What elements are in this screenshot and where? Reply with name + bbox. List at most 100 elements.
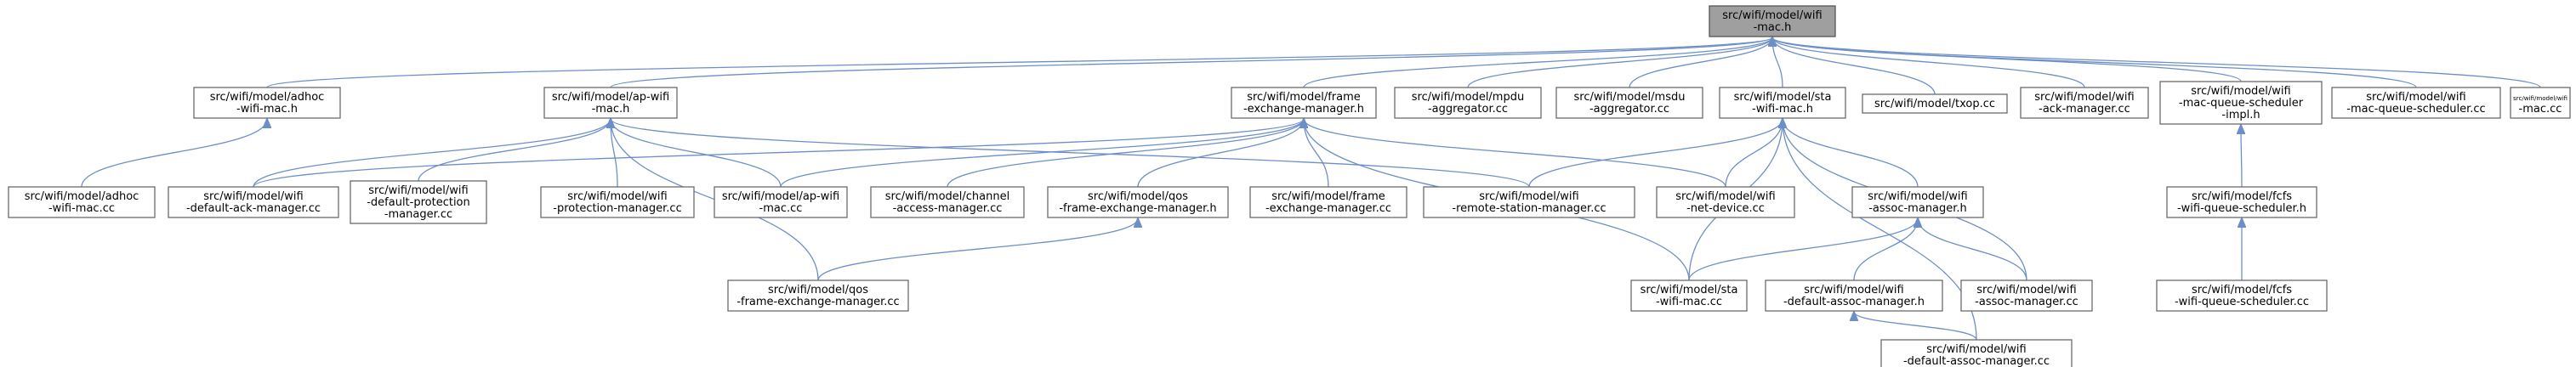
node-fcfs-h[interactable]: src/wifi/model/fcfs-wifi-queue-scheduler… [2166,186,2317,218]
node-mac-cc[interactable]: src/wifi/model/wifi-mac.cc [2510,87,2571,119]
node-box[interactable] [2510,87,2571,119]
node-label: -wifi-queue-scheduler.cc [2175,296,2309,308]
edge-mpdu-cc-to-root [1467,37,1772,88]
node-box[interactable] [1851,186,1984,218]
node-box[interactable] [2020,87,2149,119]
node-adhoc-cc[interactable]: src/wifi/model/adhoc-wifi-mac.cc [8,186,156,218]
node-label: -assoc-manager.cc [1975,296,2078,308]
node-dack-cc[interactable]: src/wifi/model/wifi-default-ack-manager.… [168,186,339,218]
node-label: -mac.cc [759,202,803,215]
node-label: -mac.h [1754,21,1792,34]
node-label: -assoc-manager.h [1868,202,1967,215]
node-box[interactable] [1765,279,1943,312]
node-box[interactable] [1394,87,1542,119]
edge-netdev-cc-to-sta-h [1725,119,1783,188]
node-label: -wifi-mac.h [1752,103,1813,116]
node-root[interactable]: src/wifi/model/wifi-mac.h [1709,5,1836,37]
node-label: src/wifi/model/wifi [2513,94,2567,102]
node-apwifi-h[interactable]: src/wifi/model/ap-wifi-mac.h [543,87,678,119]
node-fcfs-cc[interactable]: src/wifi/model/fcfs-wifi-queue-scheduler… [2156,279,2328,312]
node-label: src/wifi/model/sta [1734,91,1832,104]
node-prot-cc[interactable]: src/wifi/model/wifi-protection-manager.c… [540,186,695,218]
node-label: src/wifi/model/wifi [1479,190,1578,203]
node-box[interactable] [8,186,156,218]
node-box[interactable] [2166,186,2317,218]
node-mqs-impl-h[interactable]: src/wifi/model/wifi-mac-queue-scheduler-… [2159,81,2323,125]
edge-apwifi-cc-to-fem-h [780,119,1304,188]
node-assoc-cc[interactable]: src/wifi/model/wifi-assoc-manager.cc [1960,279,2093,312]
node-txop-cc[interactable]: src/wifi/model/txop.cc [1862,93,2008,114]
node-box[interactable] [1960,279,2093,312]
node-mqs-cc[interactable]: src/wifi/model/wifi-mac-queue-scheduler.… [2331,87,2501,119]
node-ack-cc[interactable]: src/wifi/model/wifi-ack-manager.cc [2020,87,2149,119]
node-dassoc-h[interactable]: src/wifi/model/wifi-default-assoc-manage… [1765,279,1943,312]
node-box[interactable] [193,87,341,119]
node-box[interactable] [870,186,1025,218]
node-box[interactable] [168,186,339,218]
node-fem-cc[interactable]: src/wifi/model/frame-exchange-manager.cc [1249,186,1407,218]
node-label: -access-manager.cc [893,202,1003,215]
node-box[interactable] [1656,186,1795,218]
node-box[interactable] [540,186,695,218]
node-dprot-cc[interactable]: src/wifi/model/wifi-default-protection-m… [350,180,487,224]
node-box[interactable] [1249,186,1407,218]
node-box[interactable] [1630,279,1748,312]
node-label: -default-ack-manager.cc [186,202,321,215]
node-box[interactable] [727,279,909,312]
node-box[interactable] [1862,93,2008,114]
node-qosfem-h[interactable]: src/wifi/model/qos-frame-exchange-manage… [1047,186,1229,218]
node-box[interactable] [2156,279,2328,312]
node-label: -mac-queue-scheduler.cc [2346,103,2485,116]
edge-msdu-cc-to-root [1629,37,1772,88]
node-msdu-cc[interactable]: src/wifi/model/msdu-aggregator.cc [1555,87,1703,119]
node-label: src/wifi/model/wifi [2191,85,2290,98]
edge-qosfem-cc-to-qosfem-h [817,218,1138,281]
edge-fcfs-h-to-mqs-impl-h [2241,125,2242,188]
node-netdev-cc[interactable]: src/wifi/model/wifi-net-device.cc [1656,186,1795,218]
node-box[interactable] [1231,87,1377,119]
node-qosfem-cc[interactable]: src/wifi/model/qos-frame-exchange-manage… [727,279,909,312]
node-box[interactable] [2331,87,2501,119]
node-label: src/wifi/model/mpdu [1412,91,1524,104]
node-sta-h[interactable]: src/wifi/model/sta-wifi-mac.h [1719,87,1846,119]
node-dassoc-cc[interactable]: src/wifi/model/wifi-default-assoc-manage… [1880,339,2073,367]
node-adhoc-h[interactable]: src/wifi/model/adhoc-wifi-mac.h [193,87,341,119]
node-sta-cc[interactable]: src/wifi/model/sta-wifi-mac.cc [1630,279,1748,312]
edge-mqs-cc-to-root [1772,37,2417,88]
node-assoc-h[interactable]: src/wifi/model/wifi-assoc-manager.h [1851,186,1984,218]
node-fem-h[interactable]: src/wifi/model/frame-exchange-manager.h [1231,87,1377,119]
node-box[interactable] [1423,186,1635,218]
node-label: -aggregator.cc [1589,103,1669,116]
edge-netdev-cc-to-fem-h [1304,119,1726,188]
node-label: src/wifi/model/channel [885,190,1009,203]
node-label: src/wifi/model/wifi [567,190,667,203]
node-label: src/wifi/model/wifi [1926,343,2026,356]
node-box[interactable] [1555,87,1703,119]
node-box[interactable] [2159,81,2323,125]
node-label: -wifi-mac.cc [1656,296,1722,308]
node-label: src/wifi/model/fcfs [2192,284,2292,296]
node-box[interactable] [543,87,678,119]
node-mpdu-cc[interactable]: src/wifi/model/mpdu-aggregator.cc [1394,87,1542,119]
node-label: -ack-manager.cc [2039,103,2130,116]
node-box[interactable] [1719,87,1846,119]
edge-fem-h-to-root [1303,37,1772,88]
edge-mqs-impl-h-to-root [1772,37,2242,82]
node-apwifi-cc[interactable]: src/wifi/model/ap-wifi-mac.cc [714,186,848,218]
node-rsm-cc[interactable]: src/wifi/model/wifi-remote-station-manag… [1423,186,1635,218]
edge-apwifi-h-to-root [610,37,1772,88]
node-label: -exchange-manager.h [1243,103,1364,116]
node-box[interactable] [1709,5,1836,37]
node-label: src/wifi/model/qos [1088,190,1188,203]
edge-rsm-cc-to-sta-h [1528,119,1783,188]
node-cam-cc[interactable]: src/wifi/model/channel-access-manager.cc [870,186,1025,218]
node-box[interactable] [1047,186,1229,218]
edge-apwifi-cc-to-apwifi-h [611,119,782,188]
node-box[interactable] [714,186,848,218]
node-box[interactable] [350,180,487,224]
node-box[interactable] [1880,339,2073,367]
node-label: src/wifi/model/frame [1247,91,1361,104]
node-label: -mac-queue-scheduler [2179,97,2304,110]
edge-fem-cc-to-fem-h [1304,119,1329,188]
node-label: -default-assoc-manager.cc [1903,355,2050,367]
